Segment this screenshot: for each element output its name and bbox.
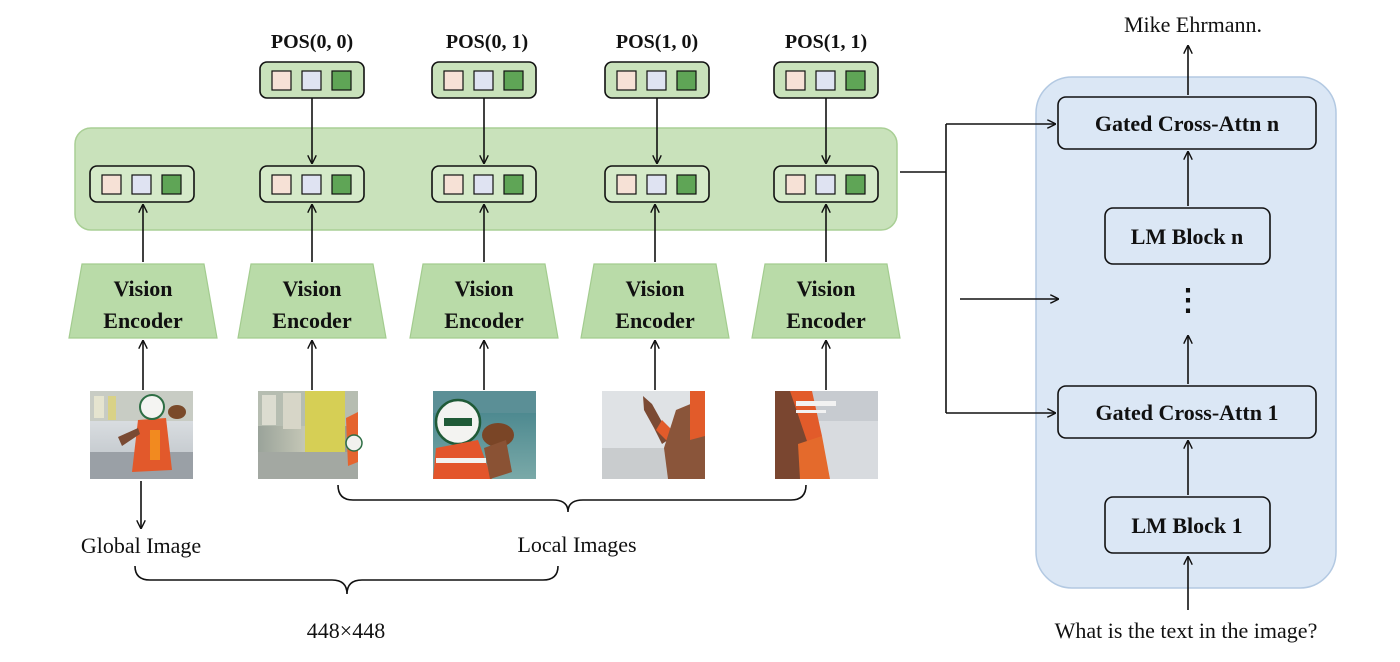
svg-text:Gated Cross-Attn n: Gated Cross-Attn n — [1095, 111, 1279, 136]
visual-tokens-local-2 — [431, 165, 537, 203]
svg-text:Encoder: Encoder — [615, 308, 695, 333]
global-image-label: Global Image — [81, 533, 201, 558]
ellipsis: ⋮ — [1173, 284, 1203, 317]
gated-cross-attn-n-block: Gated Cross-Attn n — [1057, 96, 1317, 150]
local-image-thumbnail-4 — [775, 391, 878, 479]
visual-tokens-global — [89, 165, 195, 203]
svg-text:Encoder: Encoder — [444, 308, 524, 333]
gated-cross-attn-1-block: Gated Cross-Attn 1 — [1057, 385, 1317, 439]
lm-block-n: LM Block n — [1104, 207, 1271, 265]
pos-label-1-0: POS(1, 0) — [616, 31, 698, 53]
encoder-to-token-arrows — [143, 205, 826, 262]
lm-block-1: LM Block 1 — [1104, 496, 1271, 554]
svg-text:LM Block n: LM Block n — [1131, 224, 1243, 249]
position-embedding-1-0 — [604, 61, 710, 99]
pos-label-1-1: POS(1, 1) — [785, 31, 867, 53]
language-model-panel — [1035, 76, 1337, 589]
resolution-label: 448×448 — [307, 618, 385, 643]
pos-label-0-0: POS(0, 0) — [271, 31, 353, 53]
image-to-encoder-arrows — [143, 341, 826, 390]
local-image-thumbnail-2 — [433, 391, 536, 479]
pos-arrows — [312, 98, 826, 163]
position-embedding-0-0 — [259, 61, 365, 99]
local-image-thumbnail-1 — [258, 391, 363, 479]
svg-text:Vision: Vision — [454, 276, 513, 301]
svg-text:Vision: Vision — [282, 276, 341, 301]
svg-text:Vision: Vision — [625, 276, 684, 301]
position-embedding-0-1 — [431, 61, 537, 99]
svg-text:Gated Cross-Attn 1: Gated Cross-Attn 1 — [1096, 400, 1279, 425]
svg-text:Vision: Vision — [113, 276, 172, 301]
vision-encoder-local-1: Vision Encoder — [237, 263, 387, 339]
position-embedding-1-1 — [773, 61, 879, 99]
svg-text:Encoder: Encoder — [103, 308, 183, 333]
vision-encoder-global: Vision Encoder — [68, 263, 218, 339]
resolution-brace — [134, 565, 559, 595]
vision-encoder-local-2: Vision Encoder — [409, 263, 559, 339]
svg-text:Encoder: Encoder — [272, 308, 352, 333]
svg-text:Vision: Vision — [796, 276, 855, 301]
visual-tokens-local-3 — [604, 165, 710, 203]
vision-encoder-local-4: Vision Encoder — [751, 263, 901, 339]
cross-attention-connectors — [900, 124, 1058, 413]
question-input-text: What is the text in the image? — [1055, 618, 1318, 643]
local-image-thumbnail-3 — [602, 391, 705, 479]
local-images-brace — [337, 484, 807, 513]
model-output-text: Mike Ehrmann. — [1124, 12, 1262, 37]
local-images-label: Local Images — [517, 532, 636, 557]
pos-label-0-1: POS(0, 1) — [446, 31, 528, 53]
visual-tokens-local-1 — [259, 165, 365, 203]
global-image-thumbnail — [90, 391, 193, 479]
svg-text:Encoder: Encoder — [786, 308, 866, 333]
svg-text:LM Block 1: LM Block 1 — [1131, 513, 1242, 538]
vision-encoder-local-3: Vision Encoder — [580, 263, 730, 339]
visual-tokens-local-4 — [773, 165, 879, 203]
